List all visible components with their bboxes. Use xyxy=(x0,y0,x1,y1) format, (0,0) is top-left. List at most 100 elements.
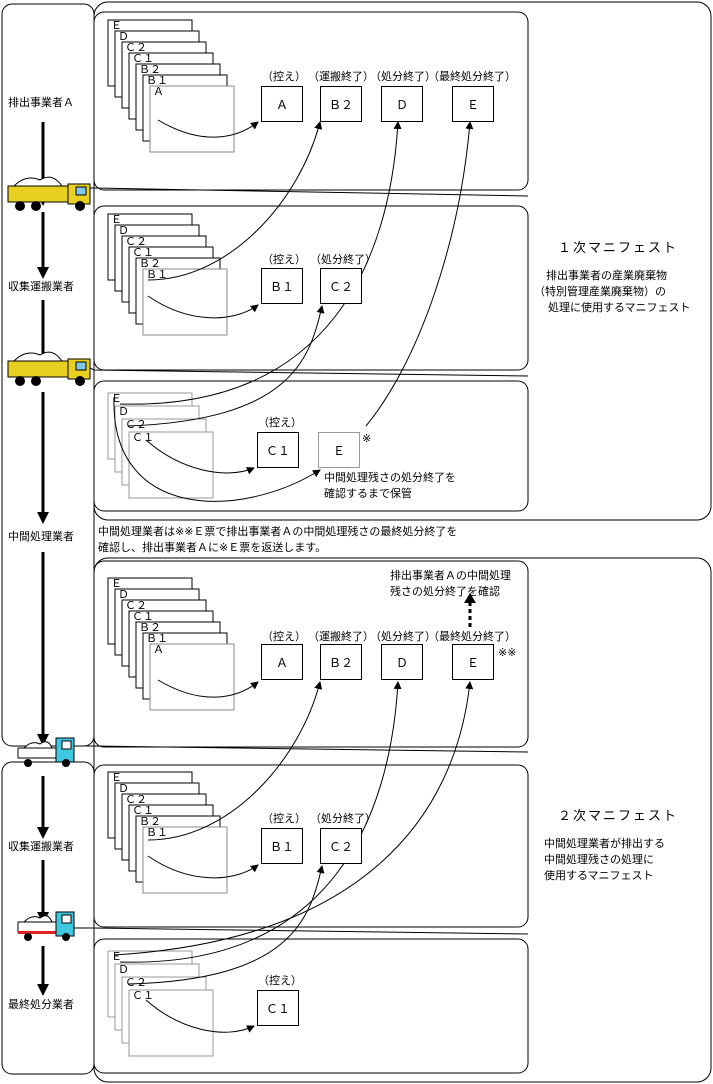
actor-label-a: 排出事業者Ａ xyxy=(8,96,74,109)
actor-label-final: 最終処分業者 xyxy=(8,998,74,1011)
manifest2-frame xyxy=(93,557,712,1083)
between-note-1: 中間処理業者は※※Ｅ票で排出事業者Ａの中間処理残さの最終処分終了を xyxy=(98,525,458,538)
actor-label-intermediate: 中間処理業者 xyxy=(8,530,74,543)
slip-label-b2-s5: Ｂ２ xyxy=(139,815,161,828)
between-note-2: 確認し、排出事業者Ａに※Ｅ票を返送します。 xyxy=(98,541,327,554)
slip-label-d-s6: Ｄ xyxy=(118,963,129,976)
label-hikae-4: （控え） xyxy=(262,630,306,643)
slip-label-a-s1: Ａ xyxy=(153,85,164,98)
form-box-a-1: Ａ xyxy=(261,86,303,122)
form-box-a-4: Ａ xyxy=(261,644,303,680)
manifest2-desc-3: 使用するマニフェスト xyxy=(544,869,654,882)
form-box-b2-1: Ｂ２ xyxy=(320,86,362,122)
slip-label-e-s1: Ｅ xyxy=(111,19,122,32)
curve-b2-2 xyxy=(147,121,323,281)
slip-label-c2-s2: Ｃ２ xyxy=(125,235,147,248)
kome-mark-1: ※ xyxy=(362,432,372,445)
form-box-d-1: Ｄ xyxy=(381,86,423,122)
label-hikae-1: （控え） xyxy=(262,70,306,83)
small-truck-icon-2 xyxy=(17,911,75,941)
form-box-c1-3: Ｃ１ xyxy=(257,432,299,468)
curve-c2-6 xyxy=(127,865,325,985)
storage-note-1: 中間処理残さの処分終了を xyxy=(324,471,456,484)
slip-label-b1-s4: Ｂ１ xyxy=(146,632,168,645)
manifest1-desc-1: 排出事業者の産業廃棄物 xyxy=(546,269,667,282)
slip-sheet-c1-s3 xyxy=(128,431,214,499)
form-box-c2-2: Ｃ２ xyxy=(320,268,362,304)
slip-label-d-s2: Ｄ xyxy=(118,224,129,237)
curve-c1-3 xyxy=(145,439,255,475)
slip-label-c1-s4: Ｃ１ xyxy=(132,610,154,623)
label-hikae-6: （控え） xyxy=(258,974,302,987)
slip-label-c2-s1: Ｃ２ xyxy=(125,41,147,54)
curve-a-4 xyxy=(157,679,259,698)
label-shobun-5: （処分終了） xyxy=(310,812,376,825)
slip-label-b1-s1: Ｂ１ xyxy=(146,74,168,87)
manifest1-desc-2: （特別管理産業廃棄物）の xyxy=(534,285,666,298)
form-box-e-1: Ｅ xyxy=(452,86,494,122)
slip-label-d-s1: Ｄ xyxy=(118,30,129,43)
label-unpan-1: （運搬終了） xyxy=(308,70,374,83)
curve-e-return xyxy=(365,121,474,427)
manifest1-title: １次マニフェスト xyxy=(558,241,679,256)
slip-sheet-a-s4 xyxy=(149,643,235,711)
slip-label-e-s4: Ｅ xyxy=(111,577,122,590)
curve-d-3 xyxy=(119,121,402,405)
label-hikae-2: （控え） xyxy=(262,253,306,266)
slip-sheet-b1-s5 xyxy=(142,826,228,894)
slip-label-b2-s4: Ｂ２ xyxy=(139,621,161,634)
confirm-note-1: 排出事業者Ａの中間処理 xyxy=(390,569,511,582)
dump-truck-icon-2 xyxy=(7,351,91,386)
curve-b1-5 xyxy=(147,855,259,879)
curve-d-6 xyxy=(119,681,402,963)
slip-label-c2-s3: Ｃ２ xyxy=(125,418,147,431)
curve-c2-3 xyxy=(127,305,325,427)
form-box-e-4: Ｅ xyxy=(452,644,494,680)
manifest1-frame xyxy=(93,1,712,521)
label-unpan-4: （運搬終了） xyxy=(308,630,374,643)
actor-label-collector2: 収集運搬業者 xyxy=(8,840,74,853)
slip-label-c2-s4: Ｃ２ xyxy=(125,599,147,612)
slip-label-b1-s2: Ｂ１ xyxy=(146,268,168,281)
confirm-note-2: 残さの処分終了を確認 xyxy=(390,585,500,598)
slip-sheet-c1-s6 xyxy=(128,989,214,1057)
curve-b2-5 xyxy=(147,681,323,841)
manifest2-desc-1: 中間処理業者が排出する xyxy=(544,837,665,850)
slip-label-b2-s1: Ｂ２ xyxy=(139,63,161,76)
slip-label-e-s6: Ｅ xyxy=(111,950,122,963)
form-box-c2-5: Ｃ２ xyxy=(320,828,362,864)
slip-label-c1-s2: Ｃ１ xyxy=(132,246,154,259)
dump-truck-icon-1 xyxy=(7,176,91,211)
manifest2-title: ２次マニフェスト xyxy=(558,809,679,824)
slip-label-c2-s6: Ｃ２ xyxy=(125,976,147,989)
slip-label-d-s4: Ｄ xyxy=(118,588,129,601)
label-shobun-4: （処分終了） xyxy=(370,630,436,643)
slip-label-e-s2: Ｅ xyxy=(111,213,122,226)
slip-label-b2-s2: Ｂ２ xyxy=(139,257,161,270)
slip-label-a-s4: Ａ xyxy=(153,643,164,656)
small-truck-icon-1 xyxy=(17,737,75,767)
curve-e-3 xyxy=(113,396,321,502)
form-box-e-3: Ｅ xyxy=(318,432,360,468)
label-saishu-4: （最終処分終了） xyxy=(428,630,516,643)
manifest1-desc-3: 処理に使用するマニフェスト xyxy=(548,301,691,314)
slip-sheet-a-s1 xyxy=(149,85,235,153)
form-box-c1-6: Ｃ１ xyxy=(257,990,299,1026)
slip-label-c1-s5: Ｃ１ xyxy=(132,804,154,817)
confirm-arrow xyxy=(464,593,476,627)
label-hikae-3: （控え） xyxy=(258,416,302,429)
komekome-mark: ※※ xyxy=(498,646,517,659)
form-box-b1-5: Ｂ１ xyxy=(261,828,303,864)
slip-label-c1-s6: Ｃ１ xyxy=(132,989,154,1002)
manifest2-desc-2: 中間処理残さの処理に xyxy=(544,853,654,866)
slip-label-e-s3: Ｅ xyxy=(111,392,122,405)
form-box-d-4: Ｄ xyxy=(381,644,423,680)
label-hikae-5: （控え） xyxy=(262,812,306,825)
slip-label-c1-s1: Ｃ１ xyxy=(132,52,154,65)
form-box-b1-2: Ｂ１ xyxy=(261,268,303,304)
curve-c1-6 xyxy=(145,999,255,1033)
slip-label-c2-s5: Ｃ２ xyxy=(125,793,147,806)
curve-b1-2 xyxy=(147,295,259,319)
